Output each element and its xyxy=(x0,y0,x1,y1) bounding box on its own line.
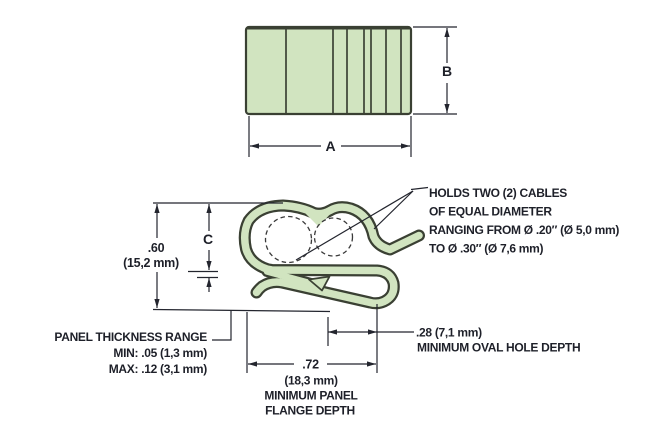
flange-depth-callout: .72 (18,3 mm) MINIMUM PANEL FLANGE DEPTH xyxy=(246,312,376,418)
profile-view: .60 (15,2 mm) C PANEL THICKNESS RANGE MI… xyxy=(54,186,619,418)
cables-line4: TO Ø .30″ (Ø 7,6 mm) xyxy=(429,242,544,256)
oval-hole-line1: .28 (7,1 mm) xyxy=(416,326,482,340)
clip-top-web xyxy=(303,210,334,227)
cables-line2: OF EQUAL DIAMETER xyxy=(429,205,552,219)
flange-line2: (18,3 mm) xyxy=(284,374,338,388)
panel-thickness-line3: MAX: .12 (3,1 mm) xyxy=(109,362,208,376)
flange-line3: MINIMUM PANEL xyxy=(264,389,357,403)
dim-b-label: B xyxy=(442,63,452,79)
flange-line4: FLANGE DEPTH xyxy=(265,404,355,418)
oval-hole-line2: MINIMUM OVAL HOLE DEPTH xyxy=(417,341,580,355)
cable-circles xyxy=(264,215,354,264)
dim-a-label: A xyxy=(325,138,335,154)
clip-tongue-barb xyxy=(308,275,331,292)
panel-thickness-line1: PANEL THICKNESS RANGE xyxy=(54,330,207,344)
cables-callout: HOLDS TWO (2) CABLES OF EQUAL DIAMETER R… xyxy=(295,186,620,261)
cable-circle-large xyxy=(264,215,313,264)
panel-edge-line xyxy=(152,308,331,313)
dimension-a: A xyxy=(248,116,412,157)
cables-line3: RANGING FROM Ø .20″ (Ø 5,0 mm) xyxy=(429,223,619,237)
dimension-c: C xyxy=(188,204,218,292)
panel-thickness-line2: MIN: .05 (1,3 mm) xyxy=(113,346,207,360)
dimension-height: .60 (15,2 mm) xyxy=(123,202,283,308)
oval-hole-callout: .28 (7,1 mm) MINIMUM OVAL HOLE DEPTH xyxy=(327,304,581,373)
flange-line1: .72 xyxy=(302,358,319,372)
dim-c-label: C xyxy=(203,231,213,247)
cable-circle-small xyxy=(313,217,354,257)
dimension-b: B xyxy=(413,26,457,115)
top-view-rib-lines xyxy=(285,28,402,113)
cables-line1: HOLDS TWO (2) CABLES xyxy=(429,186,567,200)
height-mm-label: (15,2 mm) xyxy=(123,256,179,270)
top-view: A B xyxy=(244,25,457,157)
panel-thickness-callout: PANEL THICKNESS RANGE MIN: .05 (1,3 mm) … xyxy=(54,310,232,376)
clip-tongue-green xyxy=(263,268,319,288)
clip-outline-green xyxy=(240,201,423,308)
height-inch-label: .60 xyxy=(148,241,165,255)
clip-body xyxy=(238,199,425,310)
